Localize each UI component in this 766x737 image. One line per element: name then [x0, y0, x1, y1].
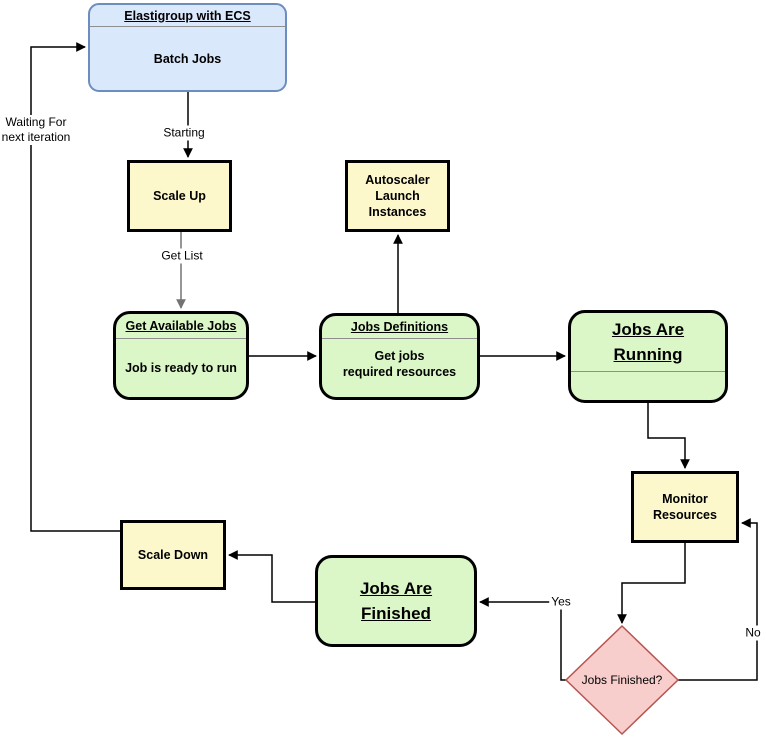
- node-jobs-are-running: Jobs Are Running: [568, 310, 728, 403]
- node-monitor-resources: Monitor Resources: [631, 471, 739, 543]
- node-body: Batch Jobs: [153, 51, 222, 66]
- node-body: Get jobs required resources: [342, 349, 457, 379]
- node-title: Jobs Are Running: [611, 320, 685, 364]
- node-body: [571, 372, 725, 400]
- edge-waiting-loop: [30, 42, 120, 532]
- node-jobs-are-finished: Jobs Are Finished: [315, 555, 477, 647]
- edge-no-loop: [678, 518, 758, 681]
- edge-finished-to-scale-down: [228, 550, 315, 603]
- node-scale-up: Scale Up: [127, 160, 232, 232]
- node-divider: [116, 338, 246, 339]
- edge-label-waiting: Waiting For next iteration: [0, 115, 73, 145]
- node-label: Scale Down: [137, 548, 209, 562]
- node-title: Jobs Are Finished: [359, 579, 433, 623]
- decision-jobs-finished-shape: [564, 624, 680, 736]
- edge-label-starting: Starting: [161, 125, 207, 141]
- node-elastigroup-with-ecs: Elastigroup with ECS Batch Jobs: [88, 3, 287, 92]
- node-label: Monitor Resources: [653, 492, 717, 522]
- node-label: Autoscaler Launch Instances: [365, 173, 430, 219]
- node-jobs-definitions: Jobs Definitions Get jobs required resou…: [319, 313, 480, 400]
- node-title: Get Available Jobs: [125, 319, 237, 333]
- edge-running-to-monitor: [647, 403, 690, 469]
- edge-monitor-to-decision: [617, 543, 686, 624]
- node-scale-down: Scale Down: [120, 520, 226, 590]
- node-divider: [90, 26, 285, 27]
- decision-jobs-finished-label: Jobs Finished?: [581, 673, 663, 687]
- node-divider: [322, 338, 477, 339]
- edge-yes: [479, 597, 566, 681]
- node-autoscaler-launch-instances: Autoscaler Launch Instances: [345, 160, 450, 232]
- edge-label-get-list: Get List: [159, 248, 205, 264]
- edge-label-yes: Yes: [549, 594, 573, 610]
- node-get-available-jobs: Get Available Jobs Job is ready to run: [113, 311, 249, 400]
- node-label: Scale Up: [153, 189, 206, 203]
- node-divider: [571, 371, 725, 372]
- node-title: Jobs Definitions: [350, 320, 449, 334]
- node-body: Job is ready to run: [125, 361, 237, 375]
- node-title: Elastigroup with ECS: [124, 8, 251, 23]
- edge-label-no: No: [743, 625, 763, 641]
